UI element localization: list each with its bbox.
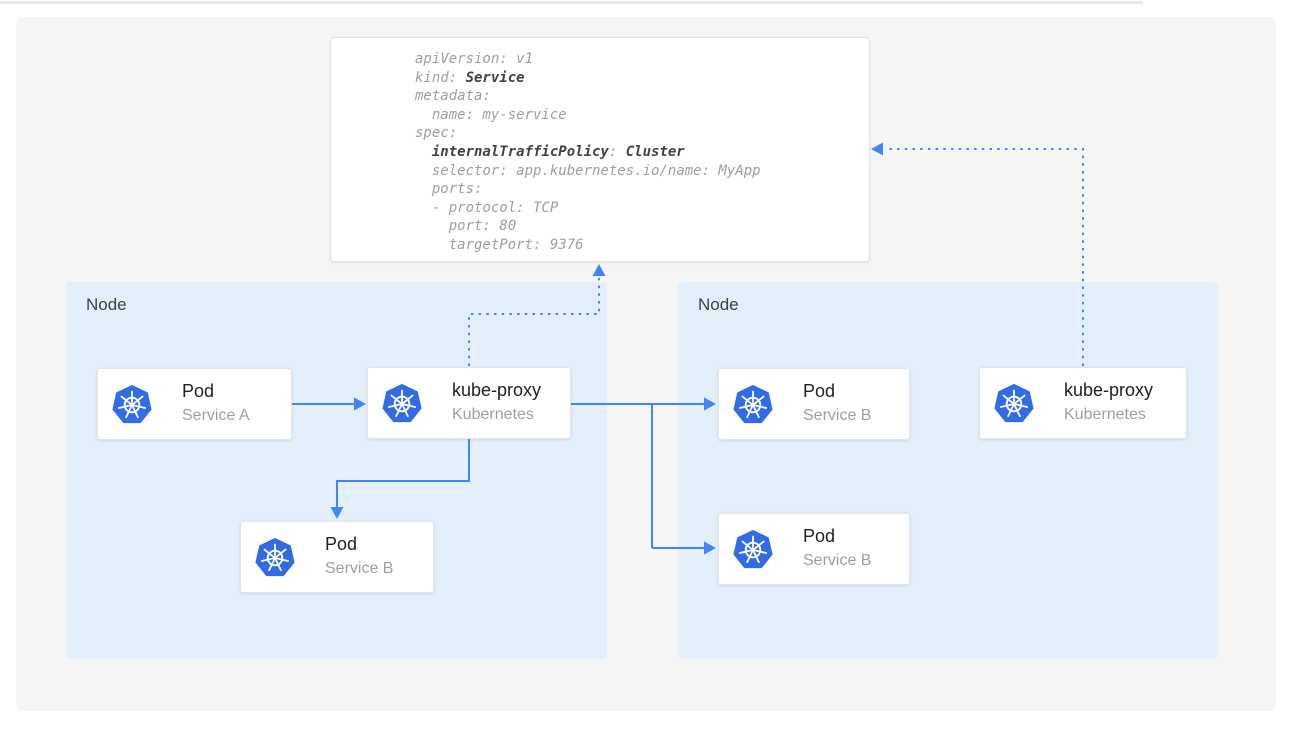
kubernetes-icon <box>733 530 773 570</box>
code-line: - protocol: TCP <box>415 199 559 216</box>
card-text: Pod Service B <box>803 378 871 428</box>
code-line: name: my-service <box>415 106 567 123</box>
card-subtitle: Service B <box>803 407 872 424</box>
kubernetes-icon <box>382 384 422 424</box>
code-line: apiVersion: v1 <box>415 51 534 67</box>
card-text: Pod Service A <box>182 378 250 428</box>
code-line: selector: app.kubernetes.io/name: MyApp <box>415 162 761 179</box>
card-subtitle: Kubernetes <box>452 406 534 423</box>
pod-card-service-b-right-top: Pod Service B <box>718 368 910 440</box>
card-text: kube-proxy Kubernetes <box>452 377 541 427</box>
code-line: ports: <box>415 181 483 198</box>
card-title: kube-proxy <box>1064 380 1154 400</box>
card-title: kube-proxy <box>452 380 542 400</box>
code-line: spec: <box>415 125 458 142</box>
card-title: Pod <box>325 534 358 554</box>
service-yaml-card: apiVersion: v1 kind: Service metadata: nam… <box>330 37 870 262</box>
code-line: port: 80 <box>415 218 517 235</box>
yaml-code: apiVersion: v1 kind: Service metadata: nam… <box>415 50 869 255</box>
node-label: Node <box>698 295 739 314</box>
pod-card-service-a: Pod Service A <box>97 368 292 440</box>
pod-card-service-b-right-bottom: Pod Service B <box>718 513 910 585</box>
card-title: Pod <box>803 381 836 401</box>
pod-card-service-b-left: Pod Service B <box>240 521 434 593</box>
node-label: Node <box>86 295 127 314</box>
kubernetes-icon <box>733 385 773 425</box>
card-subtitle: Kubernetes <box>1064 406 1146 423</box>
card-title: Pod <box>182 381 215 401</box>
code-line: targetPort: 9376 <box>415 236 584 253</box>
code-line: metadata: <box>415 88 491 105</box>
card-subtitle: Service B <box>803 552 872 569</box>
kube-proxy-card-left: kube-proxy Kubernetes <box>367 367 571 439</box>
card-subtitle: Service B <box>325 560 394 577</box>
kubernetes-icon <box>255 538 295 578</box>
kube-proxy-card-right: kube-proxy Kubernetes <box>979 367 1187 439</box>
card-text: kube-proxy Kubernetes <box>1064 377 1153 427</box>
card-text: Pod Service B <box>325 531 393 581</box>
card-text: Pod Service B <box>803 523 871 573</box>
top-divider-line <box>0 1 1143 4</box>
code-line: kind: Service <box>415 69 525 86</box>
node-box-right: Node <box>678 282 1218 659</box>
code-line: internalTrafficPolicy: Cluster <box>431 143 685 160</box>
card-title: Pod <box>803 526 836 546</box>
kubernetes-icon <box>994 384 1034 424</box>
card-subtitle: Service A <box>182 407 250 424</box>
node-box-left: Node <box>66 282 607 659</box>
kubernetes-icon <box>112 385 152 425</box>
